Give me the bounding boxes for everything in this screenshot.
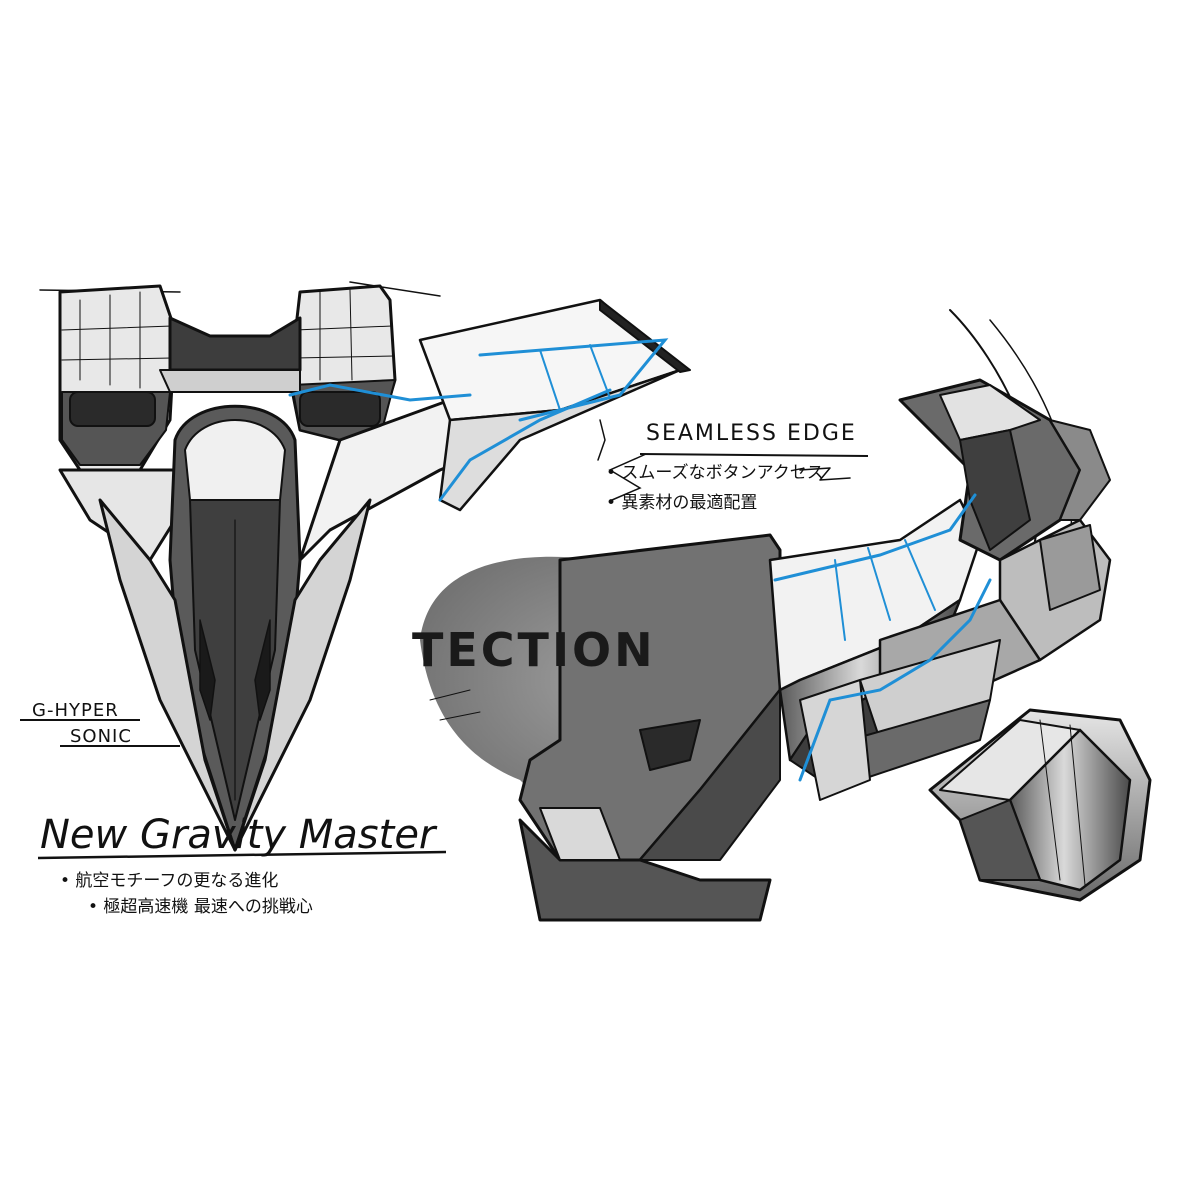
- aircraft-lug-sketch: [39, 281, 691, 852]
- seamless-note-2: • 異素材の最適配置: [606, 493, 757, 513]
- title-block: New Gravity Master • 航空モチーフの更なる進化 • 極超高速…: [37, 812, 447, 917]
- right-seam-accent: [773, 493, 992, 782]
- hyper-sonic-label: G-HYPER SONIC: [20, 700, 180, 747]
- title-note-2: • 極超高速機 最速への挑戦心: [88, 897, 313, 917]
- hyper-line2-text: SONIC: [70, 726, 132, 747]
- title-note-1: • 航空モチーフの更なる進化: [60, 871, 278, 891]
- seamless-edge-text: SEAMLESS EDGE: [646, 421, 857, 446]
- left-seam-accent: [288, 338, 669, 502]
- title-text: New Gravity Master: [40, 812, 438, 858]
- seamless-note-1: • スムーズなボタンアクセス: [606, 463, 824, 483]
- case-brand-text: TECTION: [412, 623, 656, 677]
- seamless-edge-callout: SEAMLESS EDGE • スムーズなボタンアクセス • 異素材の最適配置: [606, 421, 869, 513]
- watch-case-sketch: [420, 309, 1152, 922]
- hyper-line1-text: G-HYPER: [32, 700, 119, 721]
